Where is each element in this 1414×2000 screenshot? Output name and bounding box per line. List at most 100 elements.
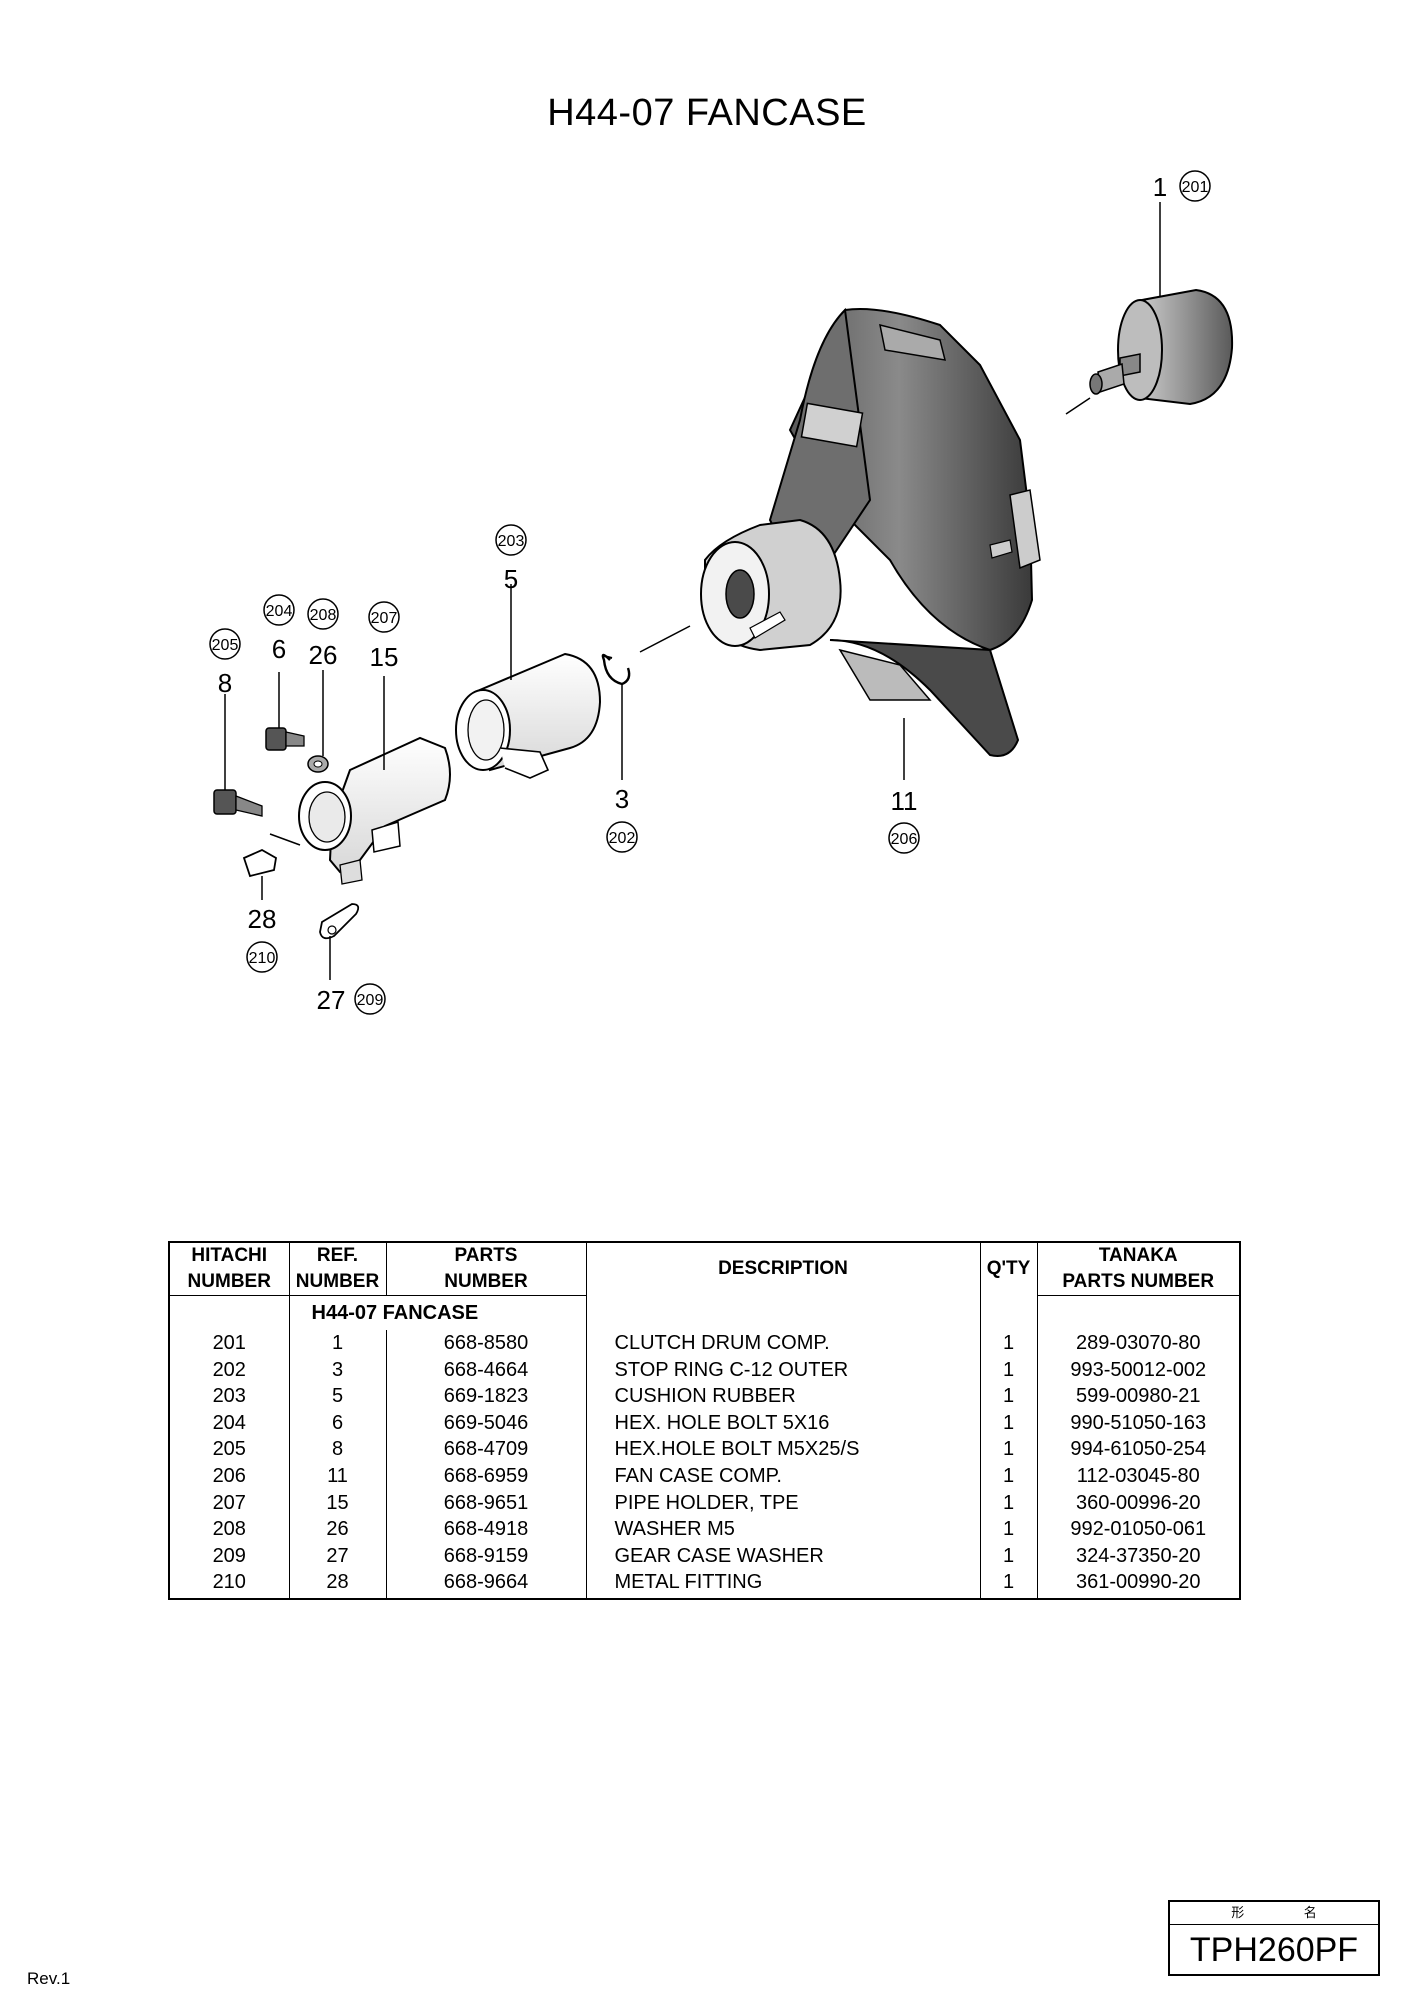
callout-ref-26: 26 [309, 640, 338, 670]
cell-qty: 1 [979, 1569, 1038, 1599]
callout-circle-205 [209, 628, 241, 660]
callout-circle-206 [888, 822, 920, 854]
callout-part-201: 201 [1182, 179, 1209, 196]
cell-tanaka-number: 992-01050-061 [1036, 1516, 1241, 1543]
section-title: H44-07 FANCASE [288, 1295, 587, 1330]
cell-qty: 1 [979, 1489, 1038, 1517]
header-hitachi: HITACHI [168, 1242, 290, 1269]
cell-qty: 1 [979, 1436, 1038, 1463]
cell-parts-number: 668-9159 [385, 1542, 587, 1570]
cell-hitachi-number: 204 [168, 1409, 290, 1437]
cell-tanaka-number: 324-37350-20 [1036, 1542, 1241, 1570]
cell-parts-number: 668-4664 [385, 1356, 587, 1384]
revision-label: Rev.1 [27, 1969, 71, 1988]
cell-qty: 1 [979, 1542, 1038, 1570]
cell-qty: 1 [979, 1383, 1038, 1410]
callout-circle-210 [246, 941, 278, 973]
cell-parts-number: 668-4709 [385, 1436, 587, 1463]
cell-parts-number: 668-9651 [385, 1489, 587, 1517]
cell-qty: 1 [979, 1516, 1038, 1543]
stop-ring-part [601, 653, 631, 686]
hex-bolt-m5x25-part [213, 789, 301, 846]
parts-list-table: HITACHI REF. PARTS DESCRIPTION Q'TY TANA… [168, 1241, 1241, 1600]
callout-circle-204 [263, 594, 295, 626]
cell-qty: 1 [979, 1462, 1038, 1490]
callout-ref-15: 15 [370, 642, 399, 672]
hex-bolt-5x16-part [265, 727, 305, 751]
clutch-drum-part [1065, 288, 1234, 415]
callout-part-204: 204 [266, 603, 293, 620]
cell-ref-number: 15 [288, 1489, 387, 1517]
callout-part-210: 210 [249, 950, 276, 967]
cell-description: GEAR CASE WASHER [585, 1542, 981, 1570]
callout-circle-209 [354, 983, 386, 1015]
cell-qty: 1 [979, 1409, 1038, 1437]
cell-hitachi-number: 201 [168, 1330, 290, 1357]
callout-ref-11: 11 [891, 786, 918, 816]
cell-ref-number: 27 [288, 1542, 387, 1570]
cell-qty: 1 [979, 1356, 1038, 1384]
cell-qty: 1 [979, 1330, 1038, 1357]
header-ref-number: NUMBER [288, 1269, 387, 1296]
callout-part-207: 207 [371, 610, 398, 627]
header-qty: Q'TY [979, 1242, 1038, 1296]
header-hitachi-number: NUMBER [168, 1269, 290, 1296]
cell-tanaka-number: 289-03070-80 [1036, 1330, 1241, 1357]
cell-tanaka-number: 994-61050-254 [1036, 1436, 1241, 1463]
cell-description: HEX. HOLE BOLT 5X16 [585, 1409, 981, 1437]
header-tanaka-parts-number: PARTS NUMBER [1036, 1269, 1241, 1296]
pipe-holder-part [298, 736, 451, 885]
header-parts-number: NUMBER [385, 1269, 587, 1296]
cell-tanaka-number: 112-03045-80 [1036, 1462, 1241, 1490]
callout-part-202: 202 [609, 830, 636, 847]
model-number: TPH260PF [1189, 1931, 1359, 1969]
exploded-parts-diagram: 1 201 203 5 204 6 208 26 207 15 205 8 3 … [209, 170, 1234, 1015]
cell-description: STOP RING C-12 OUTER [585, 1356, 981, 1384]
cell-parts-number: 668-4918 [385, 1516, 587, 1543]
callout-part-205: 205 [212, 637, 239, 654]
cell-tanaka-number: 599-00980-21 [1036, 1383, 1241, 1410]
cushion-rubber-part [455, 652, 602, 779]
cell-hitachi-number: 207 [168, 1489, 290, 1517]
cell-parts-number: 669-5046 [385, 1409, 587, 1437]
callout-part-208: 208 [310, 607, 337, 624]
callout-part-203: 203 [498, 533, 525, 550]
cell-parts-number: 668-8580 [385, 1330, 587, 1357]
cell-tanaka-number: 361-00990-20 [1036, 1569, 1241, 1599]
cell-ref-number: 28 [288, 1569, 387, 1599]
cell-ref-number: 5 [288, 1383, 387, 1410]
model-caption: 形 名 [1170, 1902, 1378, 1925]
callout-circle-203 [495, 524, 527, 556]
cell-description: CLUTCH DRUM COMP. [585, 1330, 981, 1357]
cell-ref-number: 1 [288, 1330, 387, 1357]
cell-ref-number: 3 [288, 1356, 387, 1384]
cell-hitachi-number: 202 [168, 1356, 290, 1384]
cell-tanaka-number: 990-51050-163 [1036, 1409, 1241, 1437]
washer-m5-part [307, 755, 329, 773]
cell-hitachi-number: 206 [168, 1462, 290, 1490]
callout-ref-6: 6 [272, 634, 286, 664]
cell-description: FAN CASE COMP. [585, 1462, 981, 1490]
cell-hitachi-number: 210 [168, 1569, 290, 1599]
gear-case-washer-part [319, 903, 360, 940]
cell-parts-number: 669-1823 [385, 1383, 587, 1410]
cell-parts-number: 668-6959 [385, 1462, 587, 1490]
header-parts: PARTS [385, 1242, 587, 1269]
callout-ref-28: 28 [248, 904, 277, 934]
metal-fitting-part [242, 848, 277, 878]
callout-ref-1: 1 [1153, 172, 1167, 202]
cell-description: WASHER M5 [585, 1516, 981, 1543]
callout-ref-27: 27 [317, 985, 346, 1015]
cell-tanaka-number: 993-50012-002 [1036, 1356, 1241, 1384]
header-description: DESCRIPTION [585, 1242, 981, 1296]
cell-description: CUSHION RUBBER [585, 1383, 981, 1410]
cell-tanaka-number: 360-00996-20 [1036, 1489, 1241, 1517]
header-tanaka: TANAKA [1036, 1242, 1241, 1269]
